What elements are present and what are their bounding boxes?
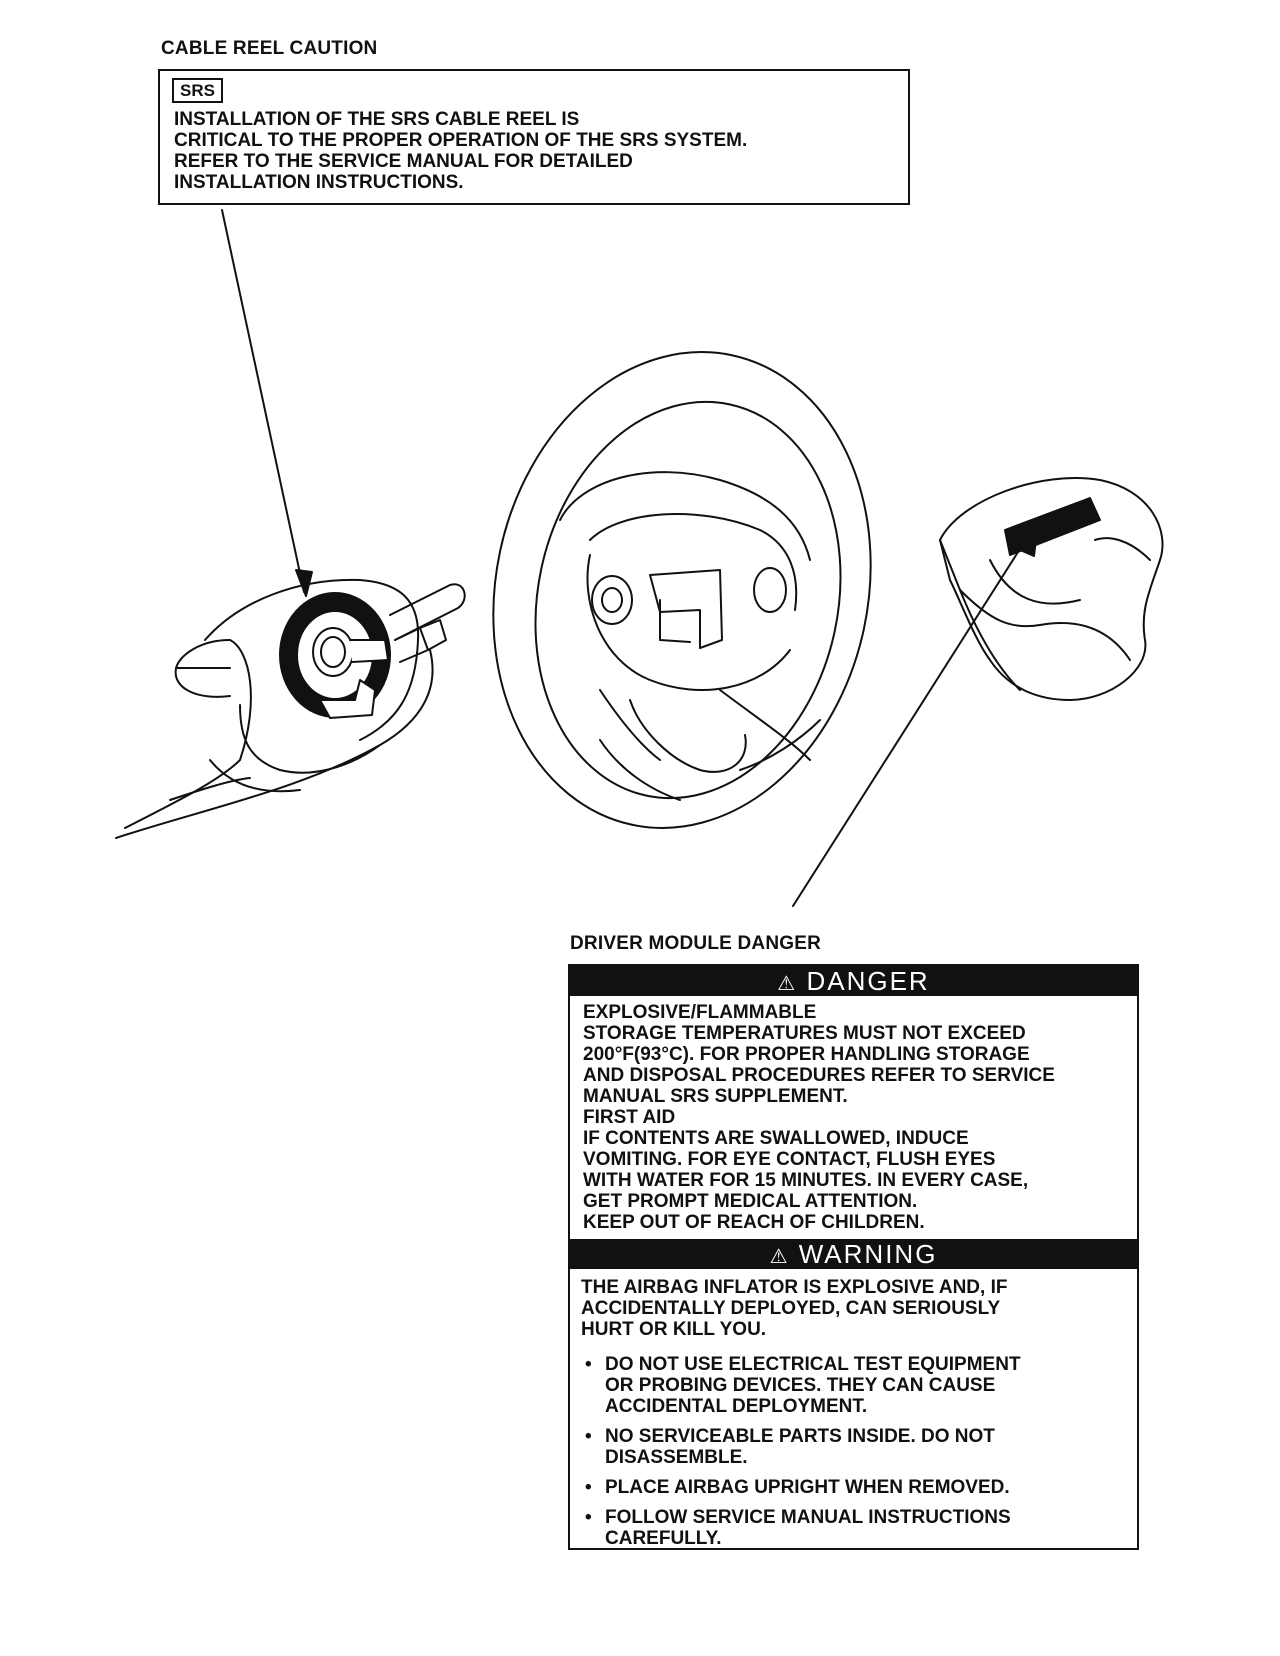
bullet-icon: • (585, 1507, 592, 1528)
steering-wheel-drawing (492, 351, 872, 829)
driver-module-danger-label: DRIVER MODULE DANGER (570, 933, 822, 954)
danger-heading-bar: ⚠ DANGER (570, 966, 1137, 996)
danger-body: EXPLOSIVE/FLAMMABLE STORAGE TEMPERATURES… (570, 996, 1137, 1233)
warning-triangle-icon: ⚠ (777, 973, 798, 995)
warning-intro-line: THE AIRBAG INFLATOR IS EXPLOSIVE AND, IF (581, 1277, 1008, 1298)
caution-line: CRITICAL TO THE PROPER OPERATION OF THE … (174, 130, 748, 151)
cable-reel-caution-label: CABLE REEL CAUTION (161, 38, 378, 59)
driver-module-leader-line (792, 529, 1033, 907)
caution-line: INSTALLATION OF THE SRS CABLE REEL IS (174, 109, 580, 130)
bullet-line: CAREFULLY. (605, 1528, 722, 1549)
cable-reel-leader-line (221, 209, 305, 593)
warning-intro-line: HURT OR KILL YOU. (581, 1319, 767, 1340)
arrowhead-icon (1019, 521, 1039, 557)
bullet-line: ACCIDENTAL DEPLOYMENT. (605, 1396, 868, 1417)
danger-line: FIRST AID (583, 1107, 676, 1128)
warning-intro-line: ACCIDENTALLY DEPLOYED, CAN SERIOUSLY (581, 1298, 1001, 1319)
warning-heading-bar: ⚠ WARNING (570, 1239, 1137, 1269)
driver-module-danger-panel: ⚠ DANGER EXPLOSIVE/FLAMMABLE STORAGE TEM… (568, 964, 1139, 1550)
cable-reel-caution-text: INSTALLATION OF THE SRS CABLE REEL IS CR… (174, 109, 747, 193)
warning-bullet: • PLACE AIRBAG UPRIGHT WHEN REMOVED. (581, 1477, 1127, 1498)
danger-line: KEEP OUT OF REACH OF CHILDREN. (583, 1212, 925, 1233)
bullet-line: FOLLOW SERVICE MANUAL INSTRUCTIONS (605, 1507, 1011, 1528)
warning-bullet: • DO NOT USE ELECTRICAL TEST EQUIPMENT O… (581, 1354, 1127, 1417)
danger-line: EXPLOSIVE/FLAMMABLE (583, 1002, 817, 1023)
bullet-icon: • (585, 1426, 592, 1447)
warning-triangle-icon: ⚠ (769, 1246, 790, 1268)
bullet-icon: • (585, 1477, 592, 1498)
column-switch-drawing (115, 578, 466, 839)
danger-line: 200°F(93°C). FOR PROPER HANDLING STORAGE (583, 1044, 1030, 1065)
warning-body: THE AIRBAG INFLATOR IS EXPLOSIVE AND, IF… (570, 1269, 1137, 1549)
danger-line: MANUAL SRS SUPPLEMENT. (583, 1086, 848, 1107)
danger-line: IF CONTENTS ARE SWALLOWED, INDUCE (583, 1128, 969, 1149)
bullet-line: DO NOT USE ELECTRICAL TEST EQUIPMENT (605, 1354, 1021, 1375)
danger-line: STORAGE TEMPERATURES MUST NOT EXCEED (583, 1023, 1026, 1044)
caution-line: INSTALLATION INSTRUCTIONS. (174, 172, 464, 193)
danger-heading: DANGER (806, 966, 930, 996)
danger-label-icon (1004, 497, 1101, 556)
airbag-module-drawing (939, 477, 1164, 701)
caution-line: REFER TO THE SERVICE MANUAL FOR DETAILED (174, 151, 633, 172)
bullet-icon: • (585, 1354, 592, 1375)
bullet-line: PLACE AIRBAG UPRIGHT WHEN REMOVED. (605, 1477, 1010, 1498)
bullet-line: OR PROBING DEVICES. THEY CAN CAUSE (605, 1375, 996, 1396)
warning-bullet: • NO SERVICEABLE PARTS INSIDE. DO NOT DI… (581, 1426, 1127, 1468)
srs-tag: SRS (172, 78, 223, 103)
warning-bullet: • FOLLOW SERVICE MANUAL INSTRUCTIONS CAR… (581, 1507, 1127, 1549)
danger-line: VOMITING. FOR EYE CONTACT, FLUSH EYES (583, 1149, 996, 1170)
warning-heading: WARNING (798, 1239, 938, 1269)
bullet-line: NO SERVICEABLE PARTS INSIDE. DO NOT (605, 1426, 995, 1447)
cable-reel-caution-box: SRS INSTALLATION OF THE SRS CABLE REEL I… (158, 69, 910, 205)
danger-line: GET PROMPT MEDICAL ATTENTION. (583, 1191, 918, 1212)
bullet-line: DISASSEMBLE. (605, 1447, 748, 1468)
danger-line: AND DISPOSAL PROCEDURES REFER TO SERVICE (583, 1065, 1055, 1086)
danger-line: WITH WATER FOR 15 MINUTES. IN EVERY CASE… (583, 1170, 1029, 1191)
